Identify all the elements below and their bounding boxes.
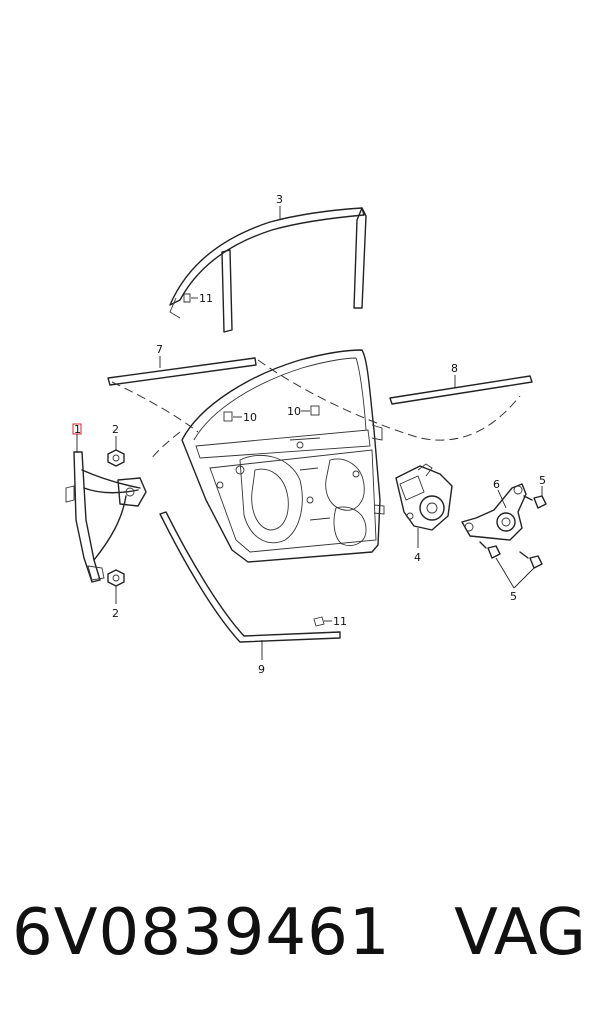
screw-5-left — [479, 541, 501, 559]
callout-11-upper: 11 — [199, 292, 213, 305]
window-frame-trim — [169, 207, 367, 333]
callout-6: 6 — [493, 478, 500, 491]
callout-11-lower: 11 — [333, 615, 347, 628]
screw-5-right — [519, 551, 543, 569]
screw-5-upper — [523, 486, 547, 509]
footer: 6V0839461 VAG — [0, 895, 600, 985]
callout-4: 4 — [414, 551, 421, 564]
nut-2-lower — [107, 569, 125, 604]
callout-3: 3 — [276, 193, 283, 206]
callout-9: 9 — [258, 663, 265, 676]
callout-8: 8 — [451, 362, 458, 375]
callout-2-lower: 2 — [112, 607, 119, 620]
window-motor — [395, 463, 453, 531]
door-shell — [181, 349, 385, 563]
clip-11-upper — [183, 293, 198, 303]
callout-10-right: 10 — [287, 405, 301, 418]
callout-1: 1 — [74, 423, 81, 436]
nut-2-upper — [107, 436, 125, 467]
parts-diagram: 3 11 7 8 10 — [65, 193, 547, 676]
clip-11-lower — [313, 616, 332, 627]
callout-7: 7 — [156, 343, 163, 356]
clip-10-left — [223, 411, 242, 422]
assembly-line — [257, 359, 521, 441]
callout-2-upper: 2 — [112, 423, 119, 436]
callout-5-upper: 5 — [539, 474, 546, 487]
clip-10-right — [301, 405, 320, 416]
assembly-line — [149, 431, 181, 461]
brand-name: VAG — [454, 896, 586, 970]
part-number: 6V0839461 — [12, 896, 391, 970]
motor-bracket — [461, 483, 527, 541]
callout-10-left: 10 — [243, 411, 257, 424]
callout-5-lower: 5 — [510, 590, 517, 603]
window-strip-left — [107, 357, 257, 386]
assembly-line — [111, 381, 199, 433]
window-regulator — [65, 451, 147, 583]
door-seal-bottom — [159, 511, 341, 643]
window-strip-right — [389, 375, 533, 405]
